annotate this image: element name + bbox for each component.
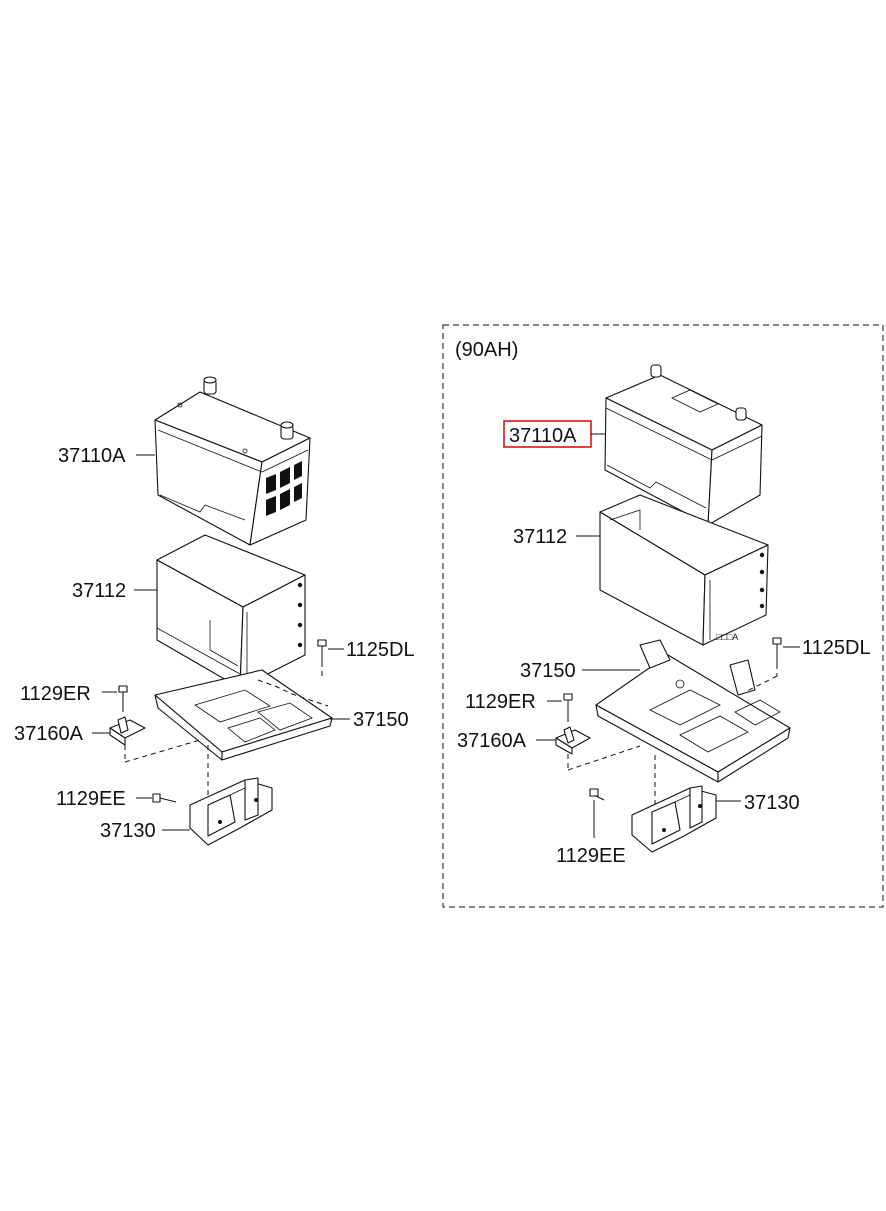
left-bolt-1129ee[interactable] <box>152 793 177 803</box>
left-label-battery: 37110A <box>58 445 126 467</box>
left-battery-cover[interactable]: □□□A <box>156 534 306 689</box>
left-label-clamp: 37160A <box>14 723 84 745</box>
right-bracket[interactable] <box>631 785 717 853</box>
right-label-clamp: 37160A <box>457 730 527 752</box>
right-clamp[interactable] <box>555 726 641 771</box>
left-clamp[interactable] <box>109 716 201 763</box>
right-label-bracket: 37130 <box>744 792 800 814</box>
right-assembly: (90AH) 37110A □□□A <box>442 324 884 908</box>
variant-title: (90AH) <box>455 339 518 361</box>
variant-frame <box>442 324 884 908</box>
left-label-battery-cover: 37112 <box>72 580 126 602</box>
right-battery-cover[interactable]: □□□A <box>599 494 769 646</box>
left-bracket[interactable] <box>189 777 273 846</box>
left-label-tray: 37150 <box>353 709 409 731</box>
left-bolt-1129er[interactable] <box>118 685 128 712</box>
left-label-bolt-bottom: 1129EE <box>56 788 126 810</box>
left-label-bracket: 37130 <box>100 820 156 842</box>
left-label-bolt-top: 1125DL <box>346 639 415 661</box>
right-battery[interactable] <box>604 364 763 526</box>
right-bolt-1129ee[interactable] <box>589 788 605 838</box>
svg-text:□□□A: □□□A <box>716 632 738 642</box>
right-label-bolt-top: 1125DL <box>802 637 871 659</box>
left-battery[interactable] <box>154 376 311 546</box>
right-label-battery[interactable]: 37110A <box>509 425 577 447</box>
right-bolt-1125dl[interactable] <box>744 637 782 693</box>
left-bolt-1125dl[interactable] <box>317 639 327 680</box>
right-tray[interactable] <box>595 639 791 783</box>
right-label-battery-cover: 37112 <box>513 526 567 548</box>
right-label-tray: 37150 <box>520 660 576 682</box>
left-label-bolt-clamp: 1129ER <box>20 683 91 705</box>
right-label-bolt-clamp: 1129ER <box>465 691 536 713</box>
left-tray[interactable] <box>154 669 333 761</box>
right-label-bolt-bottom: 1129EE <box>556 845 626 867</box>
left-assembly: 37110A □□□A 37112 1125DL <box>14 376 415 846</box>
right-bolt-1129er[interactable] <box>563 693 573 722</box>
